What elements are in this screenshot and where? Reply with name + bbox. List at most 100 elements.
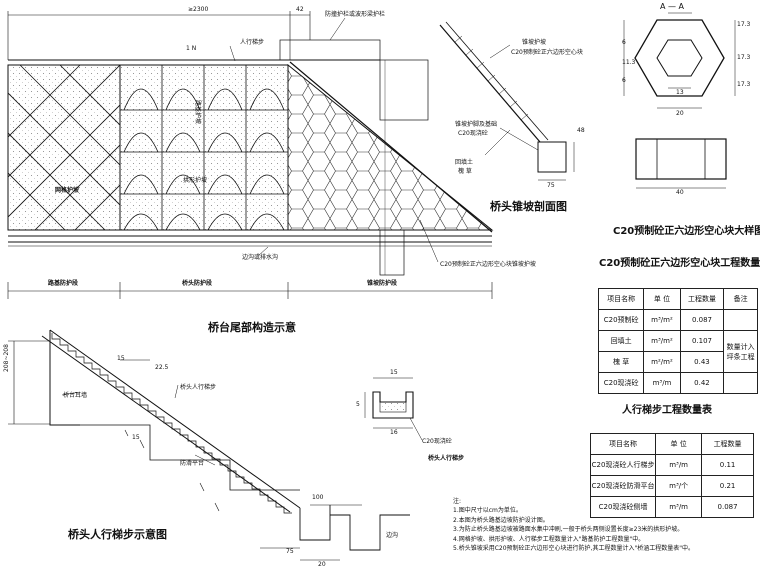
cone-label-3: 锥坡护脚及基础 — [455, 121, 498, 128]
table-row: C20现浇砼防滑平台 m³/个 0.21 — [589, 475, 754, 497]
cone-dim-75: 75 — [547, 182, 555, 189]
table-row: C20现浇砼人行梯步 m³/m 0.11 — [589, 454, 754, 476]
table1-header-name: 项目名称 — [597, 288, 645, 310]
table-row: C20预制砼 m³/m² 0.087 — [597, 309, 758, 331]
cone-label-2: C20预制砼正六边形空心块 — [511, 49, 583, 56]
table2-header-qty: 工程数量 — [701, 433, 754, 455]
note-line: 3.为防止桥头路基边坡被路面水集中冲刷,一般于桥头两侧设置长度≥23米的拱形护坡… — [453, 526, 684, 534]
dim-width: ≥2300 — [188, 6, 209, 13]
stair-d3: 15 — [132, 434, 140, 441]
slope-ratio: 1 N — [186, 45, 197, 52]
hex-dim-6: 6 — [622, 77, 626, 84]
stair-platform: 防滑平台 — [180, 460, 205, 467]
table-cell: C20现浇砼 — [597, 372, 645, 394]
table-row: C20现浇砼侧墙 m³/m 0.087 — [589, 496, 754, 518]
table-cell: m³/m — [655, 496, 703, 518]
cone-section — [439, 21, 575, 181]
table-cell: m³/个 — [655, 475, 703, 497]
label-road-slope: 路基护坡 — [194, 100, 201, 125]
table-cell: m³/m² — [643, 330, 681, 352]
label-connect: 防撞护栏或波形梁护栏 — [325, 11, 386, 18]
table-cell: 0.43 — [679, 351, 725, 373]
table2: 项目名称 单 位 工程数量 C20现浇砼人行梯步 m³/m 0.11 C20现浇… — [589, 433, 754, 518]
cone-label-5: 回填土 — [455, 159, 474, 166]
label-diamond: 网格护坡 — [55, 187, 80, 194]
stair-dim-20: 20 — [318, 561, 326, 568]
hex-dim-20: 20 — [676, 110, 684, 117]
hex-dim-2: 17.3 — [737, 54, 751, 61]
note-line: 1.图中尺寸以cm为单位。 — [453, 507, 522, 515]
detail-dim-5: 5 — [356, 401, 360, 408]
detail-label-2: 桥头人行梯步 — [428, 455, 465, 462]
table-cell: 槐 草 — [597, 351, 645, 373]
hex-dim-13: 13 — [676, 89, 684, 96]
hex-detail — [623, 12, 736, 189]
hex-section: A — A — [660, 2, 685, 11]
table1-header-remark: 备注 — [723, 288, 758, 310]
label-step: 人行梯步 — [240, 39, 265, 46]
stair-step-label: 桥头人行梯步 — [180, 384, 217, 391]
table-row: 回填土 m³/m² 0.107 数量计入坪条工程 — [597, 330, 758, 373]
table-row: 槐 草 m²/m² 0.43 — [597, 351, 758, 373]
segment-bridge: 桥头防护段 — [182, 280, 213, 287]
hex-dim-4: 11.3 — [622, 59, 636, 66]
table-cell — [723, 372, 758, 394]
stair-diagram — [8, 329, 410, 561]
table-cell: m²/m² — [643, 351, 681, 373]
label-hex: C20预制砼正六边形空心块锥坡护坡 — [440, 261, 536, 268]
notes: 注: 1.图中尺寸以cm为单位。 2.本图为桥头路基边坡防护设计图。 3.为防止… — [453, 497, 694, 553]
stair-dim-75: 75 — [286, 548, 294, 555]
table-cell: C20现浇砼防滑平台 — [589, 475, 657, 497]
cone-label-1: 锥坡护坡 — [522, 39, 547, 46]
table-cell: m³/m — [655, 454, 703, 476]
detail-dim-16: 16 — [390, 429, 398, 436]
table-cell: 0.087 — [701, 496, 754, 518]
table-cell: C20现浇砼侧墙 — [589, 496, 657, 518]
dim-42: 42 — [296, 6, 304, 13]
detail-label-1: C20现浇砼 — [422, 438, 452, 445]
table-cell: m³/m² — [643, 309, 681, 331]
segment-cone: 锥坡防护段 — [367, 280, 398, 287]
table-row: C20现浇砼 m³/m 0.42 — [597, 372, 758, 394]
detail-dim-15: 15 — [390, 369, 398, 376]
caption-hex: C20预制砼正六边形空心块大样图 — [613, 226, 760, 237]
table1: 项目名称 单 位 工程数量 备注 C20预制砼 m³/m² 0.087 回填土 … — [597, 288, 758, 394]
caption-stair: 桥头人行梯步示意图 — [68, 528, 167, 541]
caption-abutment: 桥台尾部构造示意 — [208, 321, 296, 334]
table-cell: 0.21 — [701, 475, 754, 497]
segment-road: 路基防护段 — [48, 280, 79, 287]
table-cell: 0.42 — [679, 372, 725, 394]
table-cell: C20预制砼 — [597, 309, 645, 331]
hex-dim-5: 6 — [622, 39, 626, 46]
hex-dim-3: 17.3 — [737, 81, 751, 88]
cone-dim-48: 48 — [577, 127, 585, 134]
table-cell: 0.087 — [679, 309, 725, 331]
notes-heading: 注: — [453, 498, 462, 505]
note-line: 5.桥头锥坡采用C20预制砼正六边形空心块进行防护,其工程数量计入"桥涵工程数量… — [453, 545, 694, 553]
note-line: 4.网格护坡、拱形护坡、人行梯步工程数量计入"路基防护工程数量"中。 — [453, 535, 645, 543]
cone-label-6: 槐 草 — [458, 168, 472, 175]
caption-cone: 桥头锥坡剖面图 — [490, 200, 567, 213]
stair-wall: 桥台耳墙 — [63, 392, 88, 399]
stair-dim-left: 208~208 — [3, 344, 10, 372]
table2-title: 人行梯步工程数量表 — [622, 405, 712, 416]
table-cell: m³/m — [643, 372, 681, 394]
table1-title: C20预制砼正六边形空心块工程数量表 — [599, 258, 760, 269]
stair-d1: 22.5 — [155, 364, 169, 371]
cone-label-4: C20现浇砼 — [458, 130, 488, 137]
table2-header-name: 项目名称 — [589, 433, 657, 455]
table-cell: 0.11 — [701, 454, 754, 476]
table-cell: 回填土 — [597, 330, 645, 352]
stair-detail — [364, 377, 423, 441]
table2-header-unit: 单 位 — [655, 433, 703, 455]
stair-d2: 15 — [117, 355, 125, 362]
note-line: 2.本图为桥头路基边坡防护设计图。 — [453, 516, 549, 524]
table-cell — [723, 309, 758, 331]
table-cell: 0.107 — [679, 330, 725, 352]
stair-dim-100: 100 — [312, 494, 324, 501]
stair-ditch: 边沟 — [386, 532, 399, 539]
hex-dim-1: 17.3 — [737, 21, 751, 28]
plan-view — [7, 11, 494, 299]
table1-header-unit: 单 位 — [643, 288, 681, 310]
